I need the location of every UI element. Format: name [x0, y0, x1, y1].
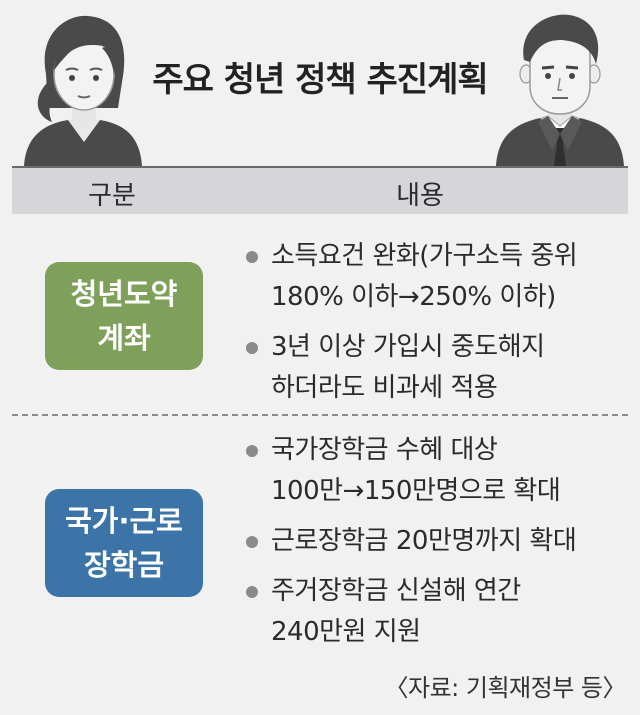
section-divider	[12, 414, 628, 416]
list-item: 주거장학금 신설해 연간 240만원 지원	[243, 571, 635, 653]
bullet-icon	[246, 251, 258, 263]
item-list-youth-account: 소득요건 완화(가구소득 중위 180% 이하→250% 이하) 3년 이상 가…	[243, 236, 635, 409]
list-item: 국가장학금 수혜 대상 100만→150만명으로 확대	[243, 430, 635, 512]
list-item: 소득요건 완화(가구소득 중위 180% 이하→250% 이하)	[243, 236, 635, 318]
bullet-icon	[246, 445, 258, 457]
category-box-scholarship: 국가·근로 장학금	[45, 489, 203, 597]
table-header: 구분 내용	[12, 166, 628, 214]
bullet-icon	[246, 342, 258, 354]
category-label-line1: 국가·근로	[65, 504, 183, 538]
page-title: 주요 청년 정책 추진계획	[152, 60, 488, 100]
category-label-line2: 장학금	[83, 548, 165, 582]
bullet-icon	[246, 536, 258, 548]
item-line: 하더라도 비과세 적용	[271, 373, 498, 403]
woman-icon	[18, 12, 148, 166]
header-content: 내용	[396, 181, 444, 211]
item-line: 소득요건 완화(가구소득 중위	[271, 241, 578, 271]
item-line: 국가장학금 수혜 대상	[271, 435, 498, 465]
item-line: 3년 이상 가입시 중도해지	[271, 332, 545, 362]
list-item: 근로장학금 20만명까지 확대	[243, 521, 635, 562]
list-item: 3년 이상 가입시 중도해지 하더라도 비과세 적용	[243, 327, 635, 409]
category-label-line2: 계좌	[97, 321, 151, 355]
item-line: 근로장학금 20만명까지 확대	[271, 526, 577, 556]
header-category: 구분	[88, 181, 136, 211]
item-line: 240만원 지원	[271, 617, 421, 647]
man-icon	[492, 10, 628, 166]
category-box-youth-account: 청년도약 계좌	[45, 262, 203, 370]
item-list-scholarship: 국가장학금 수혜 대상 100만→150만명으로 확대 근로장학금 20만명까지…	[243, 430, 635, 653]
title-area: 주요 청년 정책 추진계획	[0, 0, 640, 166]
item-line: 주거장학금 신설해 연간	[271, 576, 521, 606]
item-line: 180% 이하→250% 이하)	[271, 282, 556, 312]
source-note: 〈자료: 기획재정부 등〉	[384, 674, 627, 702]
category-label-line1: 청년도약	[70, 277, 178, 311]
item-line: 100만→150만명으로 확대	[271, 476, 561, 506]
bullet-icon	[246, 586, 258, 598]
